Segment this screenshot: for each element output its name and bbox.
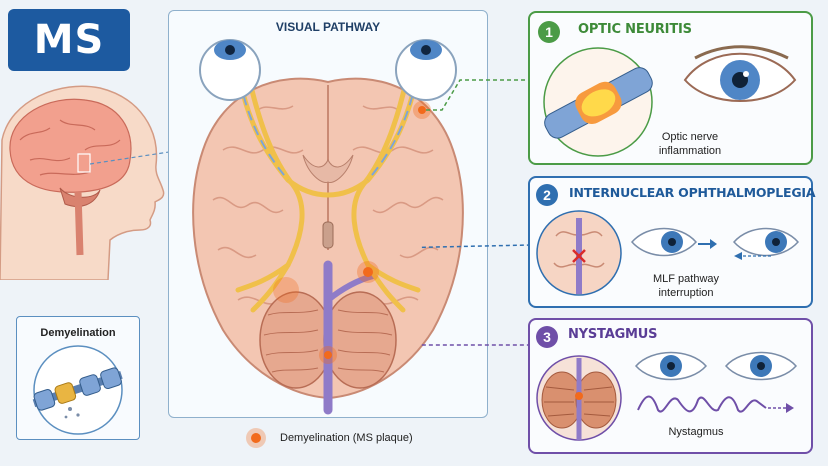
ino-title: INTERNUCLEAR OPHTHALMOPLEGIA <box>569 185 816 200</box>
nystagmus-wave-icon <box>637 395 794 413</box>
ms-plaque-legend-icon <box>246 428 266 448</box>
ms-plaque-markers <box>273 101 431 364</box>
right-eye-icon <box>395 39 457 101</box>
ms-title: MS <box>33 17 105 63</box>
brain-axial-illustration <box>192 39 464 415</box>
card-number-2: 2 <box>536 184 558 206</box>
ms-title-badge: MS <box>8 9 130 71</box>
ino-caption-line2: interruption <box>658 287 714 299</box>
left-eye-adducted-icon <box>630 227 717 257</box>
right-eye-abducted-icon <box>732 227 800 260</box>
ino-caption-line1: MLF pathway <box>652 273 720 285</box>
cerebellum-illustration <box>536 355 622 441</box>
nystagmus-caption: Nystagmus <box>668 426 724 438</box>
inflamed-optic-nerve-illustration <box>543 47 653 157</box>
pathway-connectors <box>420 79 531 346</box>
optic-neuritis-caption: Optic nerve inflammation <box>650 130 730 158</box>
nystagmus-left-eye-icon <box>634 351 708 381</box>
optic-neuritis-caption-line2: inflammation <box>658 145 722 157</box>
visual-pathway-title: VISUAL PATHWAY <box>275 20 381 34</box>
demyelination-inset-title: Demyelination <box>40 327 116 339</box>
ino-caption: MLF pathway interruption <box>640 272 732 300</box>
optic-neuritis-caption-line1: Optic nerve <box>661 131 719 143</box>
head-profile-illustration <box>0 85 165 280</box>
left-eye-icon <box>199 39 261 101</box>
nystagmus-title: NYSTAGMUS <box>568 327 658 342</box>
card-number-3: 3 <box>536 326 558 348</box>
card-number-1: 1 <box>538 21 560 43</box>
nystagmus-right-eye-icon <box>724 351 798 381</box>
eye-closeup-icon <box>683 45 797 102</box>
legend-label: Demyelination (MS plaque) <box>280 432 413 444</box>
demyelinated-axon-illustration <box>32 345 123 435</box>
brainstem-mlf-illustration <box>536 210 622 296</box>
optic-neuritis-title: OPTIC NEURITIS <box>578 22 692 37</box>
